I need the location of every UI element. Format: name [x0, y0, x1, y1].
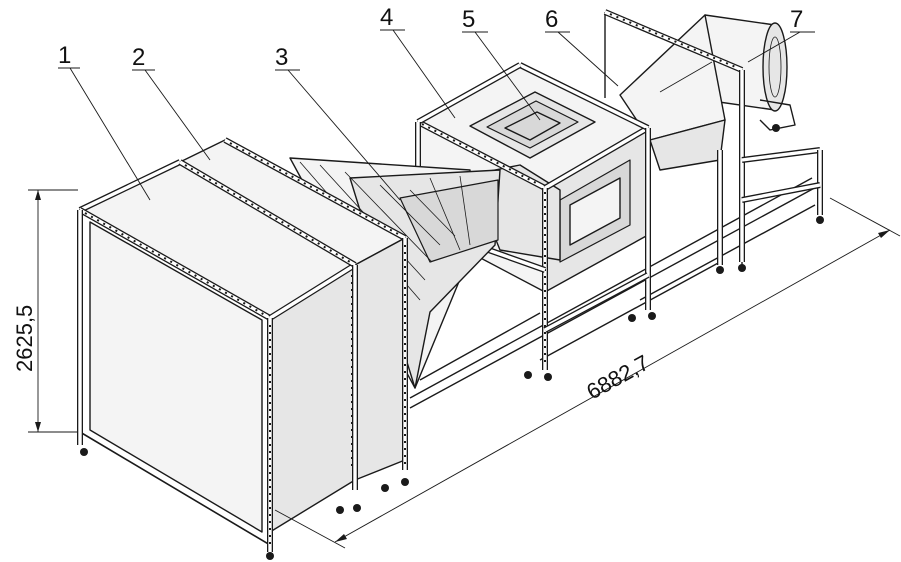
label-6: 6 [545, 6, 558, 33]
label-4: 4 [380, 4, 393, 31]
length-dimension-value: 6882,7 [582, 350, 653, 404]
label-3: 3 [275, 44, 288, 71]
length-dimension [274, 197, 901, 549]
label-1: 1 [58, 42, 71, 69]
label-5: 5 [462, 6, 475, 33]
settling-chamber [179, 137, 409, 492]
height-dimension-value: 2625,5 [12, 305, 37, 372]
height-dimension [28, 189, 78, 433]
label-7: 7 [790, 6, 803, 33]
leader-lines [58, 29, 815, 201]
fan-cylinder [704, 14, 796, 132]
fan-stand [603, 9, 824, 274]
label-2: 2 [132, 44, 145, 71]
inlet-box [77, 159, 361, 560]
